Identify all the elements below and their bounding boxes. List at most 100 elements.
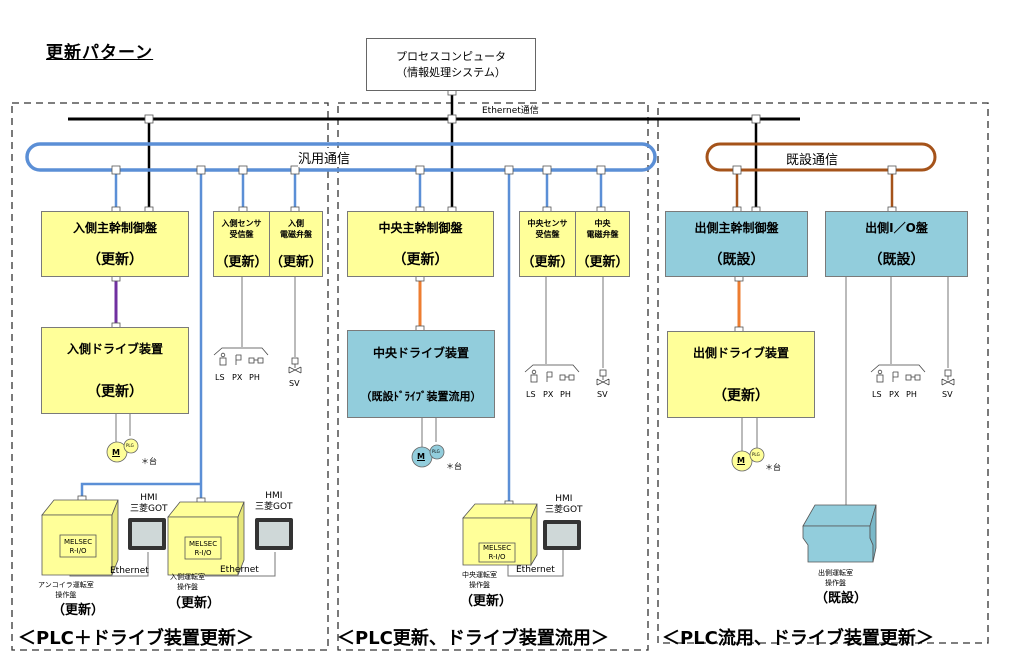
motor-m-label: M [737,456,745,465]
main-control-panel-1: 入側主幹制御盤 （更新） [41,211,189,277]
valve-sv: SV [597,390,608,399]
hmi-screen-3 [543,520,581,550]
valve-panel-line2: 電磁弁盤 [280,229,312,239]
console-status-2: （更新） [168,596,221,611]
section-frame-3 [657,102,989,644]
motor-1 [106,438,139,463]
sensor-panel-status: （更新） [215,255,268,271]
page-title: 更新パターン [46,43,154,63]
io-panel-status: （既設） [868,252,925,269]
sensor-panel-line1: 中央センサ [527,218,568,228]
sensor-panel-line2: 受信盤 [229,229,254,239]
ethernet-link-label-2: Ethernet [220,565,259,575]
valve-panel-line1: 中央 [594,218,611,228]
general-comms-drops [80,170,603,505]
valve-panel-status: （更新） [576,255,629,271]
hmi-screen-2 [255,518,293,550]
ethernet-link-label-1: Ethernet [110,566,149,576]
drive-name: 出側ドライブ装置 [692,346,789,360]
motor-m-label: M [112,448,120,457]
section-footer-3: ＜PLC流用、ドライブ装置更新＞ [662,628,934,649]
ethernet-label: Ethernet通信 [482,106,539,116]
section-frame-2 [337,102,649,651]
main-control-panel-3: 出側主幹制御盤 （既設） [665,211,808,277]
io-panel-name: 出側I／O盤 [865,220,928,235]
section-frame-1 [11,102,329,651]
motor-count-note: ＊台 [765,463,781,472]
drive-unit-3: 出側ドライブ装置 （更新） [667,331,815,418]
sensor-symbols-2 [524,364,610,386]
drive-status: （既設ﾄﾞﾗｲﾌﾞ装置流用） [360,389,482,403]
motor-count-note: ＊台 [446,462,462,471]
general-comms-loop [25,142,657,172]
valve-panel-2: 中央電磁弁盤 （更新） [575,211,630,277]
console-icon-3 [462,503,538,567]
process-computer-box: プロセスコンピュータ （情報処理システム） [366,38,536,91]
drive-name: 入側ドライブ装置 [66,342,163,356]
sensor-panel-status: （更新） [521,255,574,271]
field-wiring [69,277,949,577]
valve-panel-line2: 電磁弁盤 [586,229,619,239]
sensor-panel-1: 入側センサ受信盤 （更新） [213,211,270,277]
section-footer-1: ＜PLC＋ドライブ装置更新＞ [18,628,254,649]
sensor-ls: LS [872,390,882,399]
valve-sv: SV [942,390,953,399]
motor-plg-label: PLG [126,443,134,448]
console-name-2: 入側運転室操作盤 [170,573,205,591]
sensor-ls: LS [526,390,536,399]
motor-3 [731,447,765,472]
console-name-3: 中央運転室操作盤 [462,571,497,589]
section-footer-2: ＜PLC更新、ドライブ装置流用＞ [337,628,609,649]
main-panel-status: （既設） [708,252,765,269]
existing-comms-loop [705,142,937,172]
main-panel-status: （更新） [392,252,449,269]
console-icon-1 [41,499,119,576]
sensor-px: PX [543,390,554,399]
motor-2 [411,444,445,468]
sensor-px: PX [232,373,243,382]
drive-status: （更新） [713,388,769,404]
existing-comms-label: 既設通信 [786,153,839,168]
sensor-ph: PH [249,373,260,382]
console-status-4: （既設） [815,591,868,606]
sensor-ph: PH [906,390,917,399]
sensor-px: PX [889,390,900,399]
motor-m-label: M [417,452,425,461]
drive-status: （更新） [87,384,143,400]
drive-name: 中央ドライブ装置 [372,346,469,361]
console-name-4: 出側運転室操作盤 [818,569,853,587]
io-panel-3: 出側I／O盤 （既設） [825,211,968,277]
motor-count-note: ＊台 [141,457,157,466]
console-status-3: （更新） [460,594,513,609]
main-control-panel-2: 中央主幹制御盤 （更新） [347,211,494,277]
drive-unit-2: 中央ドライブ装置 （既設ﾄﾞﾗｲﾌﾞ装置流用） [347,330,495,418]
hmi-screen-1 [128,518,166,550]
sensor-ls: LS [215,373,225,382]
sensor-panel-line1: 入側センサ [221,218,262,228]
main-panel-name: 入側主幹制御盤 [72,220,157,235]
console-status-1: （更新） [52,603,105,618]
process-computer-line2: （情報処理システム） [396,65,506,79]
sensor-ph: PH [560,390,571,399]
main-panel-name: 出側主幹制御盤 [694,220,779,235]
motor-plg-label: PLG [432,449,440,454]
sensor-symbols-1 [213,347,302,374]
valve-panel-line1: 入側 [288,218,304,228]
motor-plg-label: PLG [752,452,760,457]
console-icon-2 [167,501,245,576]
valve-panel-status: （更新） [270,255,323,271]
general-comms-label: 汎用通信 [298,148,351,167]
valve-panel-1: 入側電磁弁盤 （更新） [269,211,323,277]
main-panel-name: 中央主幹制御盤 [378,220,463,235]
sensor-panel-2: 中央センサ受信盤 （更新） [519,211,576,277]
console-icon-4 [802,504,877,563]
valve-sv: SV [289,379,300,388]
drive-unit-1: 入側ドライブ装置 （更新） [41,327,189,414]
